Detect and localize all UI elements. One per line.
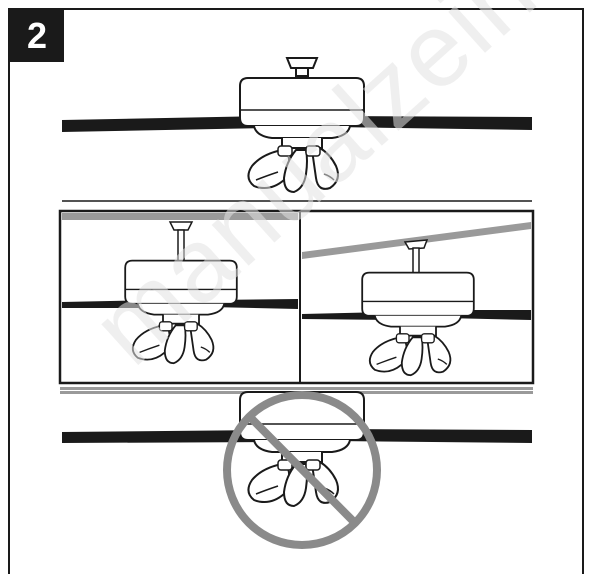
ceiling-fan-downrod-flat-icon bbox=[62, 213, 298, 365]
options-frame bbox=[58, 209, 535, 385]
ceiling-fan-downrod-sloped-icon bbox=[302, 222, 531, 377]
instruction-panel bbox=[8, 8, 584, 574]
ceiling-fan-flush-incorrect-icon bbox=[62, 391, 532, 507]
prohibition-icon bbox=[223, 391, 381, 549]
ceiling-fan-icon bbox=[62, 57, 532, 193]
step-number-badge: 2 bbox=[10, 10, 64, 62]
